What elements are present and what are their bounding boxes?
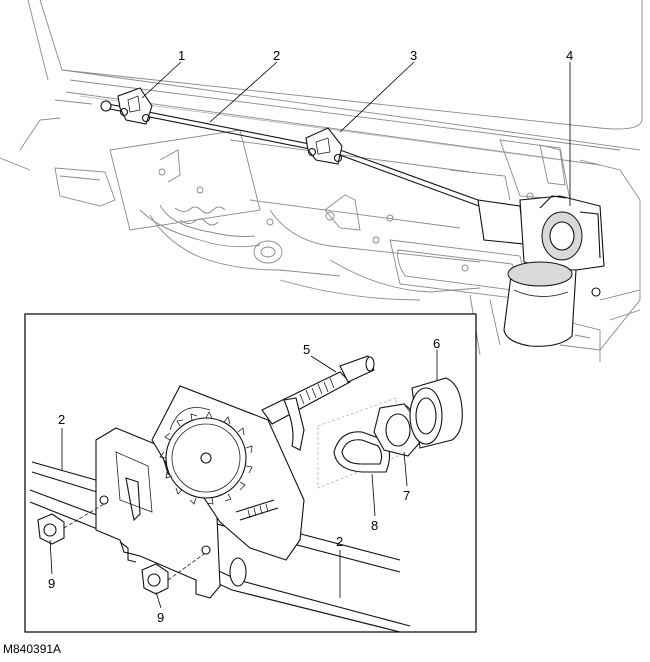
callout-labels: 1 2 3 4 5 6 2 7 8 2 9 9	[48, 48, 573, 625]
pivot-bracket-3	[305, 127, 343, 165]
callout-2-bottom: 2	[336, 534, 343, 549]
nut-9-right	[141, 563, 169, 595]
figure-id: M840391A	[3, 642, 62, 656]
callout-5: 5	[303, 342, 310, 357]
inset-exploded-parts	[29, 355, 463, 633]
wiper-motor-4	[477, 195, 605, 347]
pivot-bracket-1	[100, 87, 153, 125]
callout-7: 7	[403, 488, 410, 503]
callout-1: 1	[178, 48, 185, 63]
gear-sector-plate	[151, 385, 305, 561]
callout-2-left: 2	[58, 412, 65, 427]
inset-leader-lines	[49, 350, 438, 609]
callout-3: 3	[410, 48, 417, 63]
nut-9-left	[37, 513, 65, 545]
callout-8: 8	[371, 518, 378, 533]
wiper-linkage-assembly	[100, 87, 605, 347]
callout-9-right: 9	[157, 610, 164, 625]
seal-8	[317, 397, 399, 489]
spindle-shaft-5	[261, 355, 375, 451]
callout-9-left: 9	[48, 576, 55, 591]
callout-2-top: 2	[273, 48, 280, 63]
callout-4: 4	[566, 48, 573, 63]
upper-leader-lines	[141, 61, 571, 206]
callout-6: 6	[433, 336, 440, 351]
bush-6	[409, 377, 463, 449]
